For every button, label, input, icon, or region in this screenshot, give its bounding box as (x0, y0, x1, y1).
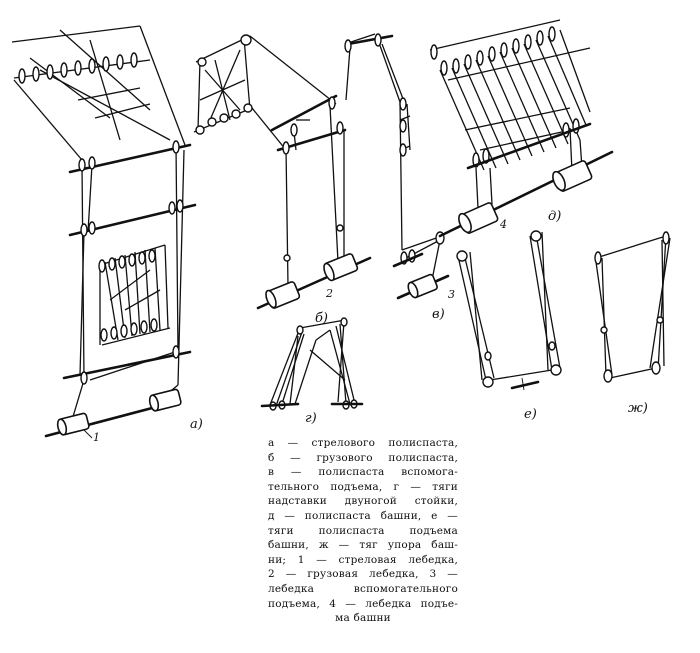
sheave (116, 54, 124, 70)
cargo-tackle-sheaves (282, 96, 344, 262)
sheave (32, 66, 40, 82)
boom-tackle-ropes (71, 144, 185, 421)
sheave (88, 58, 96, 74)
label-scheme-b: б) (315, 311, 328, 326)
scheme-a-boom-tackle: 1 а) (11, 25, 203, 444)
tower-winch-drum (458, 160, 593, 234)
label-winch-1: 1 (93, 431, 100, 444)
tower-stop-ties-ropes (595, 235, 671, 379)
label-winch-4: 4 (499, 218, 507, 231)
caption-line: ма башни (335, 612, 391, 625)
scheme-d-tower-tackle: 4 д) (429, 19, 614, 238)
caption-line: надставки двуногой стойки, (268, 495, 458, 508)
caption-line: башни, ж — тяг упора баш- (268, 539, 458, 552)
stand-ties-sheaves (269, 317, 358, 411)
tower-lift-ties-ropes (457, 231, 561, 381)
sheave (130, 52, 138, 68)
caption-line: лебедка вспомогательного (268, 582, 458, 595)
sheave (102, 56, 110, 72)
label-scheme-g: г) (305, 411, 317, 426)
caption-line: а — стрелового полиспаста, (268, 437, 458, 449)
caption-line: б — грузового полиспаста, (268, 451, 458, 464)
label-scheme-v: в) (432, 307, 445, 322)
label-scheme-a: а) (190, 417, 203, 432)
label-winch-3: 3 (448, 288, 455, 301)
sheave (74, 60, 82, 76)
scheme-zh-tower-stop-ties: ж) (594, 231, 671, 416)
caption-line: тельного подъема, г — тяги (268, 480, 458, 493)
label-scheme-zh: ж) (628, 401, 648, 416)
label-scheme-e: е) (524, 407, 537, 422)
stand-ties-ropes (269, 319, 356, 407)
tower-tackle-sheaves (430, 26, 580, 168)
scheme-e-tower-lift-ties: е) (456, 230, 562, 422)
aux-winch-drum (407, 273, 438, 299)
boom-winch-drum (56, 388, 182, 436)
scheme-b-cargo-tackle: 2 б) (193, 34, 372, 326)
boom-tackle-sheaves-upper (18, 52, 138, 84)
tower-lift-ties-sheaves (456, 230, 562, 388)
caption-line: д — полиспаста башни, е — (268, 509, 458, 522)
aux-tackle-ropes (344, 33, 443, 281)
figure-caption: а — стрелового полиспаста, б — грузового… (268, 436, 458, 626)
sheave (60, 62, 68, 78)
sheave (18, 68, 26, 84)
caption-line: подъема, 4 — лебедка подъе- (268, 597, 458, 610)
caption-line: тяги полиспаста подъема (268, 524, 458, 537)
boom-tackle-sheaves (78, 140, 184, 385)
caption-line: 2 — грузовая лебедка, 3 — (268, 568, 458, 581)
boom-tackle-block-upper (11, 25, 186, 161)
label-scheme-d: д) (548, 209, 561, 224)
label-winch-2: 2 (325, 287, 333, 300)
cargo-winch-drum (265, 253, 359, 309)
caption-line: в — полиспаста вспомога- (268, 466, 458, 479)
scheme-g-stand-ties: г) (260, 317, 364, 426)
cargo-tackle-upper-block (193, 35, 337, 151)
cargo-tackle-sheaves-upper (195, 34, 253, 135)
aux-tackle-sheaves (344, 33, 445, 265)
tower-stop-ties-sheaves (594, 231, 670, 383)
caption-line: ни; 1 — стреловая лебедка, (268, 553, 458, 566)
sheave (46, 64, 54, 80)
scheme-v-aux-tackle: 3 в) (344, 33, 455, 322)
